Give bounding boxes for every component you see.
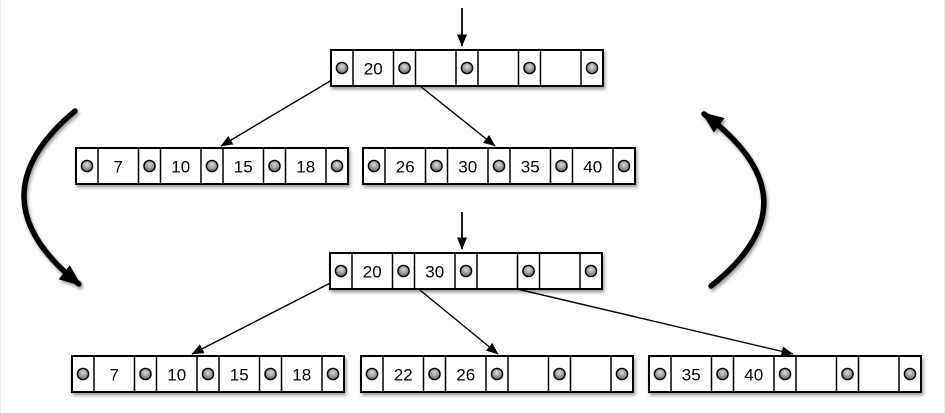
key-value: 7 — [114, 158, 123, 177]
key-value: 30 — [425, 263, 444, 282]
pointer-dot — [778, 367, 792, 381]
node-state1-leaf-left: 7 10 15 18 — [75, 147, 349, 185]
transform-up-arrow — [701, 111, 767, 289]
key-value: 10 — [167, 366, 186, 385]
key-value: 35 — [682, 366, 701, 385]
pointer-dot — [460, 61, 474, 75]
key-value: 20 — [364, 60, 383, 79]
key-value: 15 — [234, 158, 253, 177]
node-state1-root: 20 — [330, 49, 604, 87]
state2-root-ptr0-to-left-leaf — [191, 276, 343, 355]
key-value: 35 — [521, 158, 540, 177]
key-value: 15 — [230, 366, 249, 385]
pointer-dot — [841, 367, 854, 381]
key-value: 26 — [396, 158, 415, 177]
pointer-dot — [80, 159, 94, 173]
key-value: 22 — [394, 366, 413, 385]
pointer-dot — [428, 367, 441, 381]
pointer-dot — [76, 367, 90, 381]
pointer-dot — [139, 367, 152, 381]
key-value: 40 — [583, 158, 602, 177]
pointer-dot — [398, 61, 411, 75]
pointer-dot — [397, 264, 410, 278]
pointer-dot — [903, 367, 917, 381]
key-value: 18 — [296, 158, 315, 177]
key-value: 10 — [171, 158, 190, 177]
pointer-dot — [430, 159, 443, 173]
pointer-dot — [584, 264, 598, 278]
node-state2-leaf-left: 7 10 15 18 — [71, 355, 345, 393]
pointer-dot — [615, 367, 629, 381]
pointer-dot — [492, 159, 506, 173]
pointer-dot — [365, 367, 379, 381]
pointer-dot — [555, 159, 568, 173]
state1-root-ptr0-to-left-leaf — [220, 73, 343, 147]
pointer-dot — [268, 159, 281, 173]
key-value: 40 — [744, 366, 763, 385]
pointer-dot — [326, 367, 340, 381]
node-state2-leaf-right: 35 40 — [648, 355, 922, 393]
key-value: 7 — [110, 366, 119, 385]
pointer-dot — [143, 159, 156, 173]
pointer-dot — [201, 367, 215, 381]
pointer-dot — [653, 367, 667, 381]
pointer-dot — [617, 159, 631, 173]
transform-down-arrow — [21, 108, 82, 287]
pointer-dot — [330, 159, 344, 173]
key-value: 18 — [292, 366, 311, 385]
pointer-dot — [205, 159, 219, 173]
pointer-dot — [523, 61, 536, 75]
key-value: 20 — [363, 263, 382, 282]
pointer-dot — [522, 264, 535, 278]
pointer-dot — [334, 264, 348, 278]
node-state2-leaf-middle: 22 26 — [360, 355, 634, 393]
key-value: 26 — [456, 366, 475, 385]
pointer-dot — [459, 264, 473, 278]
pointer-dot — [716, 367, 729, 381]
pointer-dot — [585, 61, 599, 75]
key-value: 30 — [458, 158, 477, 177]
pointer-dot — [367, 159, 381, 173]
pointer-dot — [335, 61, 349, 75]
pointer-dot — [490, 367, 504, 381]
node-state1-leaf-right: 26 30 35 40 — [362, 147, 636, 185]
pointer-dot — [553, 367, 566, 381]
pointer-dot — [264, 367, 277, 381]
